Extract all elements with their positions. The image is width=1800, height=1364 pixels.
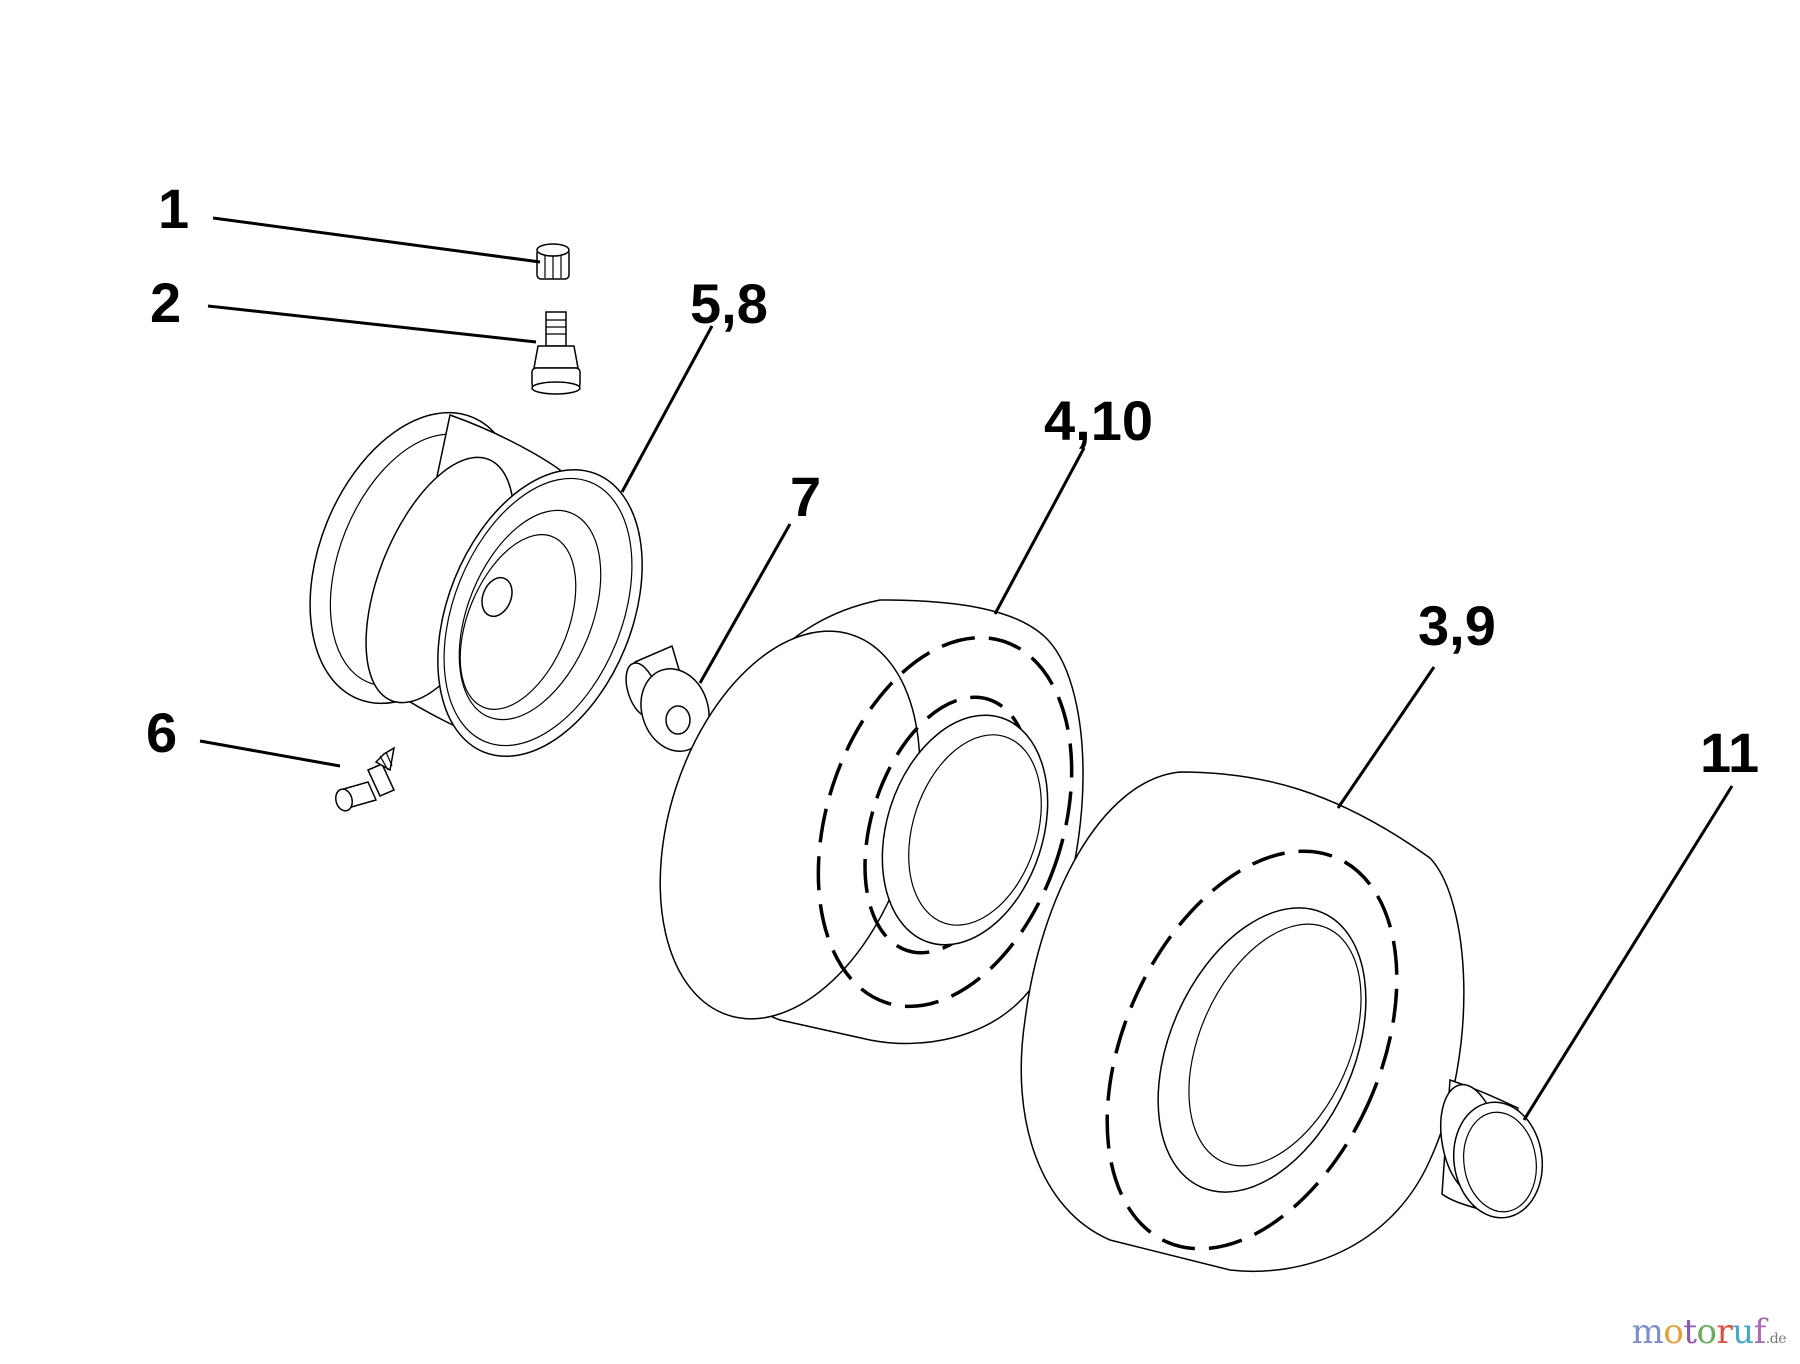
bushing-part bbox=[625, 644, 710, 752]
valve-stem-part bbox=[531, 311, 581, 395]
watermark-tld: .de bbox=[1765, 1331, 1787, 1347]
leader-2 bbox=[207, 304, 537, 344]
leader-7 bbox=[698, 523, 792, 684]
callout-6: 6 bbox=[146, 701, 177, 764]
watermark-letter: t bbox=[1683, 1312, 1697, 1352]
callout-3-9: 3,9 bbox=[1418, 594, 1496, 657]
callout-11: 11 bbox=[1700, 721, 1759, 784]
valve-cap-part bbox=[536, 243, 570, 280]
leader-lines bbox=[199, 216, 1734, 1121]
leader-1 bbox=[212, 216, 541, 264]
watermark-letter: f bbox=[1753, 1312, 1767, 1352]
watermark-logo: motoruf.de bbox=[1631, 1312, 1787, 1352]
leader-39 bbox=[1336, 666, 1436, 809]
grease-fitting-part bbox=[335, 746, 396, 812]
wheel-rim-part bbox=[309, 411, 643, 758]
callout-2: 2 bbox=[150, 271, 181, 334]
front-tire-part bbox=[659, 599, 1084, 1045]
hub-cap-part bbox=[1440, 1078, 1544, 1219]
watermark-letter: u bbox=[1732, 1312, 1754, 1352]
leader-6 bbox=[199, 739, 341, 768]
callout-1: 1 bbox=[158, 177, 189, 240]
watermark-letter: m bbox=[1631, 1312, 1664, 1352]
rear-tire-part bbox=[1020, 771, 1465, 1273]
leader-11 bbox=[1522, 785, 1734, 1121]
watermark-letter: o bbox=[1696, 1312, 1717, 1352]
watermark-letter: o bbox=[1663, 1312, 1684, 1352]
leader-410 bbox=[993, 447, 1086, 615]
leader-58 bbox=[620, 325, 714, 493]
callout-5-8: 5,8 bbox=[690, 272, 768, 335]
watermark-letter: r bbox=[1716, 1312, 1733, 1352]
callout-7: 7 bbox=[790, 465, 821, 528]
callout-4-10: 4,10 bbox=[1044, 389, 1153, 452]
